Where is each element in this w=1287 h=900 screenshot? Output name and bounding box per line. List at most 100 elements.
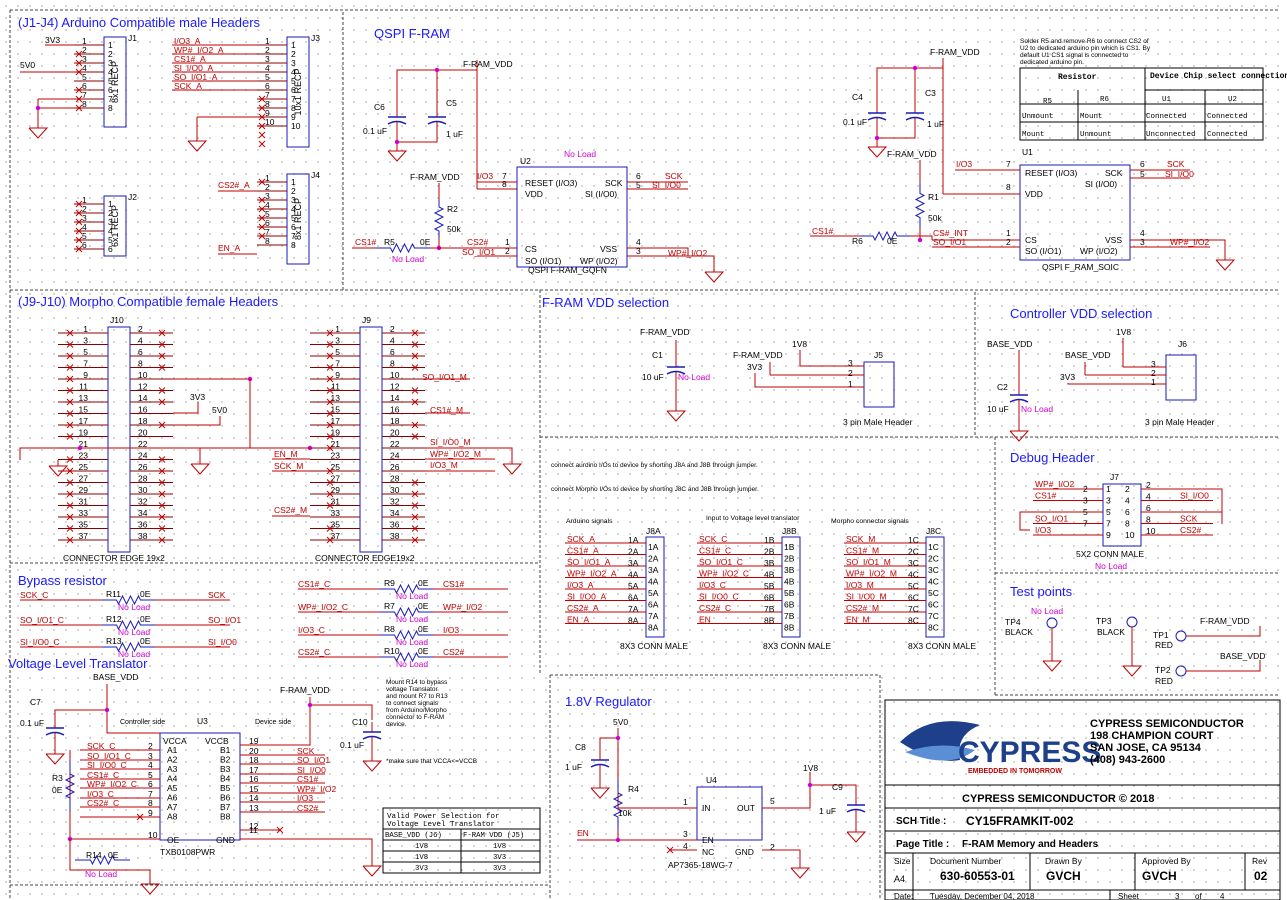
pin-number: 6 xyxy=(265,81,270,91)
capacitor-c4 xyxy=(867,116,887,121)
pin-number: 10 xyxy=(1146,526,1156,536)
pin-number: 9 xyxy=(335,370,340,380)
pin-number: 2B xyxy=(764,547,775,557)
pin-name: A1 xyxy=(167,745,178,755)
pin-number: 2 xyxy=(1006,237,1011,247)
note-line: voltage Translator xyxy=(386,686,439,693)
net-label: SO_I/O1 xyxy=(208,615,241,625)
pin-label: 1C xyxy=(928,542,939,552)
section-title: Voltage Level Translator xyxy=(8,656,148,671)
value: 0.1 uF xyxy=(20,718,44,728)
header-ref: J3 xyxy=(311,33,320,43)
resistor-r5 xyxy=(375,242,430,254)
pin-number: 7 xyxy=(502,171,507,181)
nc-mark xyxy=(66,410,74,417)
wire xyxy=(799,350,810,367)
net-label: SO_I/O1_C xyxy=(699,557,743,567)
pin-number: 6 xyxy=(1140,159,1145,169)
pin-number: 29 xyxy=(331,485,341,495)
net-label: CS2#_A xyxy=(567,603,599,613)
bypass-resistor xyxy=(380,651,433,663)
pin-name: VDD xyxy=(525,189,543,199)
pin-number: 21 xyxy=(79,439,89,449)
note-line: device. xyxy=(386,721,407,728)
pin-label: 5 xyxy=(108,76,113,86)
pin-name: WP (I/O2) xyxy=(580,256,618,266)
net-label: BASE_VDD xyxy=(987,339,1032,349)
chip-body xyxy=(159,732,241,841)
pin-name: IN xyxy=(702,803,711,813)
capacitor-c7 xyxy=(45,731,65,736)
value: 0E xyxy=(140,614,151,624)
no-load-label: No Load xyxy=(85,869,117,879)
pin-number: 4 xyxy=(265,200,270,210)
wire xyxy=(876,67,944,194)
tb-label: SCH Title : xyxy=(896,816,946,827)
pin-label: 3A xyxy=(648,565,659,575)
net-label: CS2#_C xyxy=(298,647,330,657)
nc-mark xyxy=(326,410,334,417)
pin-number: 12 xyxy=(138,382,148,392)
pin-number: 6 xyxy=(390,347,395,357)
nc-mark xyxy=(666,846,674,854)
pin-number: 5A xyxy=(628,581,639,591)
pin-label: 4C xyxy=(928,577,939,587)
net-label: SI_I/O0_C xyxy=(20,637,60,647)
pin-label: 3 xyxy=(108,217,113,227)
pin-number: 31 xyxy=(79,497,89,507)
chip-ref: U3 xyxy=(197,716,208,726)
nc-mark xyxy=(66,525,74,532)
ref: R11 xyxy=(106,589,121,599)
note-line: from Arduino/Morpho xyxy=(386,707,447,714)
pin-name: A8 xyxy=(167,812,178,822)
cypress-tagline: EMBEDDED IN TOMORROW xyxy=(968,768,1062,775)
pin-number: 2 xyxy=(82,45,87,55)
net-label: WP#_I/O2_C xyxy=(87,779,137,789)
ground-symbol xyxy=(666,410,687,422)
header-name: 6x1 RECP xyxy=(110,205,120,247)
pin-number: 3 xyxy=(82,54,87,64)
pin-number: 2 xyxy=(505,246,510,256)
pin-number: 12 xyxy=(249,821,259,831)
pin-number: 14 xyxy=(390,393,400,403)
pin-number: 3 xyxy=(82,213,87,223)
ground-symbol xyxy=(362,865,383,877)
nc-mark xyxy=(258,104,266,112)
pin-label: 8 xyxy=(108,103,113,113)
nc-mark xyxy=(411,387,419,394)
chip-body xyxy=(516,166,628,268)
wire xyxy=(106,684,160,734)
pin-number: 4 xyxy=(148,760,153,770)
net-label: SI_I/O0_C xyxy=(87,760,127,770)
net-label: I/O3_M xyxy=(430,460,458,470)
pin-number: 28 xyxy=(390,474,400,484)
net-label: EN xyxy=(577,828,589,838)
ref: R10 xyxy=(384,646,400,656)
nc-mark xyxy=(158,398,166,406)
pin-number: 24 xyxy=(390,451,400,461)
pin-label: 5 xyxy=(1106,507,1111,517)
net-label: CS1#_A xyxy=(567,546,599,556)
nc-mark xyxy=(326,502,334,509)
pin-number: 20 xyxy=(138,428,148,438)
pin-number: 6B xyxy=(764,593,775,603)
pin-number: 33 xyxy=(331,508,341,518)
table-col: R6 xyxy=(1100,96,1110,104)
pin-number: 19 xyxy=(249,736,259,746)
tb-label: Drawn By xyxy=(1045,856,1083,866)
wire xyxy=(1213,511,1223,524)
pin-name: VCCA xyxy=(163,736,187,746)
pin-name: VCCB xyxy=(205,736,229,746)
pin-name: SI (I/O0) xyxy=(1085,179,1117,189)
note-line: Solder R5 and remove R6 to connect CS2 o… xyxy=(1020,38,1149,45)
chip-body xyxy=(696,786,763,841)
pin-number: 6A xyxy=(628,593,639,603)
pin-number: 22 xyxy=(138,439,148,449)
tp-color: BLACK xyxy=(1097,627,1125,637)
net-label: CS2# xyxy=(467,237,489,247)
ground-symbol xyxy=(1009,430,1030,442)
nc-mark xyxy=(66,502,74,509)
net-label: 5V0 xyxy=(20,60,35,70)
